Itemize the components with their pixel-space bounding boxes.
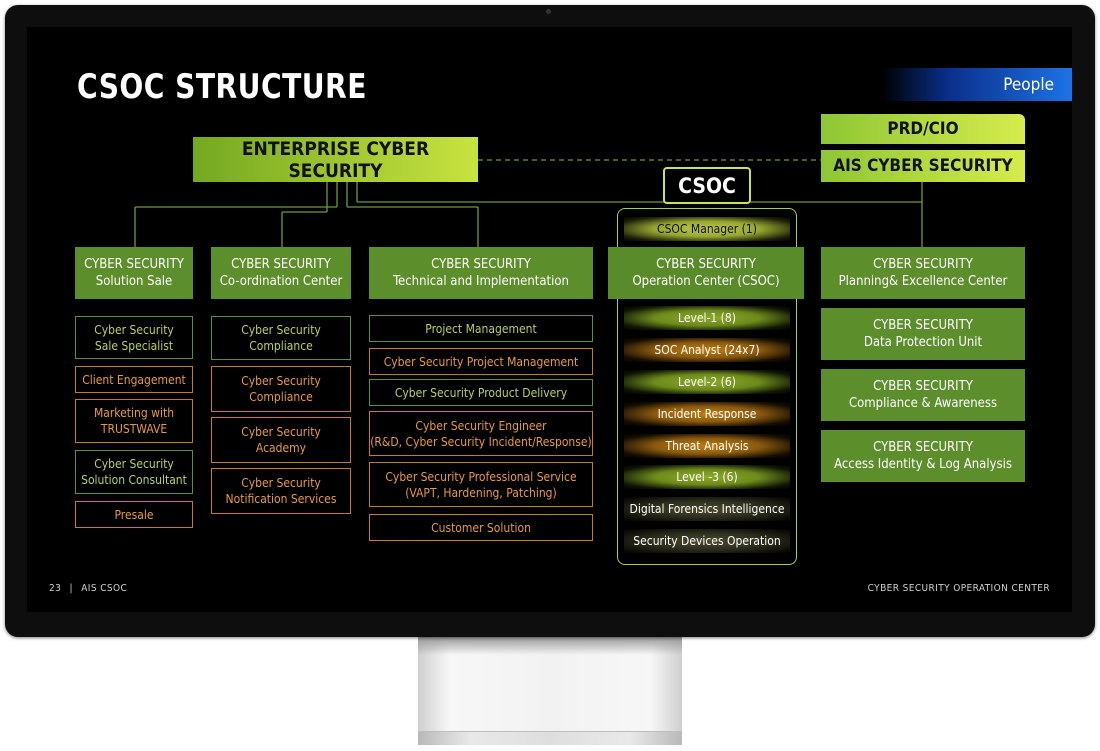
header-line: CYBER SECURITY <box>656 257 756 272</box>
client-engagement-box: Client Engagement <box>75 366 193 393</box>
header-line: Planning& Excellence Center <box>838 274 1008 289</box>
cs-professional-service-box: Cyber Security Professional Service (VAP… <box>369 462 593 507</box>
header-line: Solution Sale <box>95 274 173 289</box>
data-protection-box: CYBER SECURITY Data Protection Unit <box>821 308 1025 360</box>
coordination-center-header: CYBER SECURITY Co-ordination Center <box>211 247 351 299</box>
threat-analysis-bar: Threat Analysis <box>624 434 790 458</box>
footer-separator: | <box>69 583 73 594</box>
box-line: Cyber Security <box>241 323 321 337</box>
slide-screen: CSOC STRUCTURE People ENTERPRISE CYBER S… <box>27 27 1072 612</box>
enterprise-cyber-security-box: ENTERPRISE CYBER SECURITY <box>193 137 478 182</box>
box-line: Cyber Security <box>241 425 321 439</box>
box-line: Cyber Security <box>94 322 174 337</box>
footer-left-label: AIS CSOC <box>81 583 128 594</box>
level-3-bar: Level -3 (6) <box>624 465 790 489</box>
monitor-stand-base <box>418 731 682 745</box>
slide-title: CSOC STRUCTURE <box>77 67 367 107</box>
box-line: Client Engagement <box>82 372 186 387</box>
box-line: Marketing with <box>93 406 175 420</box>
coord-compliance-box: Cyber Security Compliance <box>211 316 351 360</box>
header-line: Technical and Implementation <box>393 274 569 289</box>
box-line: Sale Specialist <box>94 338 174 353</box>
box-line: Cyber Security Product Delivery <box>394 385 568 400</box>
coord-compliance-2-box: Cyber Security Compliance <box>211 366 351 412</box>
coord-notification-box: Cyber Security Notification Services <box>211 468 351 514</box>
box-line: (VAPT, Hardening, Patching) <box>405 485 557 500</box>
box-line: Cyber Security <box>241 476 321 490</box>
incident-response-bar: Incident Response <box>624 402 790 426</box>
access-identity-box: CYBER SECURITY Access Identity & Log Ana… <box>821 430 1025 482</box>
project-management-box: Project Management <box>369 315 593 342</box>
box-line: Cyber Security <box>94 457 174 471</box>
header-line: CYBER SECURITY <box>873 257 973 272</box>
marketing-trustwave-box: Marketing with TRUSTWAVE <box>75 399 193 443</box>
box-line: Cyber Security <box>241 374 321 388</box>
header-line: Operation Center (CSOC) <box>632 274 780 289</box>
box-line: (R&D, Cyber Security Incident/Response) <box>370 434 592 449</box>
presale-box: Presale <box>75 501 193 528</box>
header-line: CYBER SECURITY <box>231 257 331 272</box>
security-devices-bar: Security Devices Operation <box>624 529 790 553</box>
sale-specialist-box: Cyber Security Sale Specialist <box>75 316 193 359</box>
solution-consultant-box: Cyber Security Solution Consultant <box>75 450 193 494</box>
soc-analyst-bar: SOC Analyst (24x7) <box>624 338 790 362</box>
cs-engineer-box: Cyber Security Engineer (R&D, Cyber Secu… <box>369 411 593 456</box>
level-2-bar: Level-2 (6) <box>624 370 790 394</box>
technical-implementation-header: CYBER SECURITY Technical and Implementat… <box>369 247 593 299</box>
box-line: Project Management <box>425 321 537 336</box>
box-line: Compliance <box>249 339 313 353</box>
header-line: CYBER SECURITY <box>431 257 531 272</box>
csoc-manager-bar: CSOC Manager (1) <box>624 217 790 241</box>
box-line: Solution Consultant <box>81 473 187 487</box>
coord-academy-box: Cyber Security Academy <box>211 417 351 463</box>
header-line: CYBER SECURITY <box>84 257 184 272</box>
solution-sale-header: CYBER SECURITY Solution Sale <box>75 247 193 299</box>
level-1-bar: Level-1 (8) <box>624 306 790 330</box>
box-line: Customer Solution <box>431 520 531 535</box>
planning-excellence-box: CYBER SECURITY Planning& Excellence Cent… <box>821 247 1025 299</box>
box-line: Compliance <box>249 390 313 404</box>
box-line: Cyber Security Professional Service <box>385 469 577 484</box>
customer-solution-box: Customer Solution <box>369 514 593 541</box>
box-line: TRUSTWAVE <box>100 422 168 436</box>
box-line: Presale <box>114 507 154 522</box>
csoc-label-box: CSOC <box>663 167 751 204</box>
camera-icon <box>546 9 551 14</box>
digital-forensics-bar: Digital Forensics Intelligence <box>624 497 790 521</box>
cs-project-management-box: Cyber Security Project Management <box>369 348 593 375</box>
compliance-awareness-box: CYBER SECURITY Compliance & Awareness <box>821 369 1025 421</box>
header-line: Data Protection Unit <box>863 335 983 350</box>
connector-lines <box>134 159 923 247</box>
footer-right-label: CYBER SECURITY OPERATION CENTER <box>867 583 1050 594</box>
header-line: CYBER SECURITY <box>873 318 973 333</box>
header-line: CYBER SECURITY <box>873 440 973 455</box>
prd-cio-box: PRD/CIO <box>821 114 1025 144</box>
ais-cyber-security-box: AIS CYBER SECURITY <box>821 150 1025 182</box>
footer-page-number: 23 <box>49 583 62 594</box>
box-line: Cyber Security Engineer <box>415 418 547 433</box>
box-line: Academy <box>255 441 307 455</box>
box-line: Cyber Security Project Management <box>383 354 579 369</box>
people-tag: People <box>882 68 1072 101</box>
header-line: Co-ordination Center <box>219 274 343 289</box>
header-line: Access Identity & Log Analysis <box>834 457 1012 472</box>
monitor-stand-shadow <box>418 637 682 655</box>
header-line: CYBER SECURITY <box>873 379 973 394</box>
footer-left: 23 | AIS CSOC <box>49 583 127 594</box>
cs-product-delivery-box: Cyber Security Product Delivery <box>369 379 593 406</box>
box-line: Notification Services <box>225 492 337 506</box>
header-line: Compliance & Awareness <box>848 396 998 411</box>
csoc-header: CYBER SECURITY Operation Center (CSOC) <box>608 247 804 299</box>
